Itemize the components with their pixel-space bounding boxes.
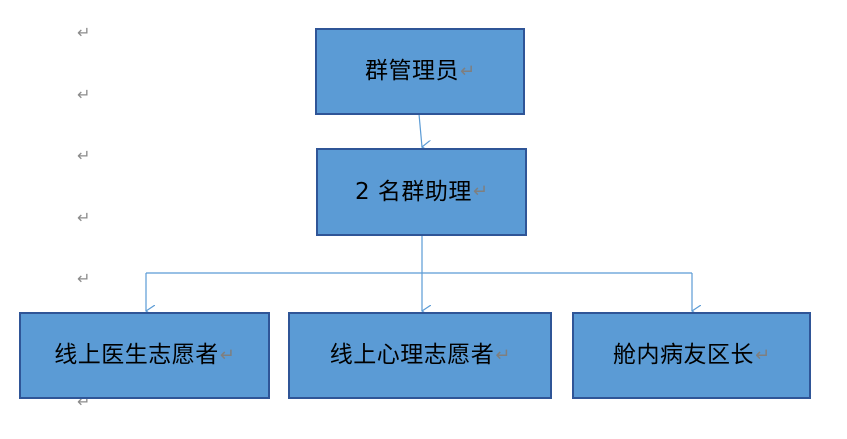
- node-label: 线上医生志愿者: [54, 342, 219, 368]
- paragraph-mark: ↵: [77, 208, 91, 227]
- node-doctor-volunteers: 线上医生志愿者↵: [19, 312, 270, 399]
- node-label: 群管理员: [364, 58, 459, 84]
- paragraph-mark: ↵: [459, 60, 476, 82]
- paragraph-mark: ↵: [77, 23, 91, 42]
- node-label: 线上心理志愿者: [329, 342, 495, 368]
- connector-admin-to-assistants: [418, 113, 422, 147]
- node-label: 2 名群助理: [354, 178, 472, 205]
- paragraph-mark: ↵: [219, 344, 235, 366]
- paragraph-mark: ↵: [472, 181, 489, 202]
- paragraph-mark: ↵: [77, 146, 91, 165]
- paragraph-mark: ↵: [754, 344, 771, 366]
- node-label: 舱内病友区长: [612, 342, 754, 368]
- node-ward-leader: 舱内病友区长↵: [572, 312, 811, 399]
- paragraph-mark: ↵: [77, 269, 91, 288]
- node-psych-volunteers: 线上心理志愿者↵: [288, 312, 552, 399]
- node-group-admin: 群管理员↵: [315, 28, 525, 115]
- node-group-assistants: 2 名群助理↵: [316, 148, 527, 236]
- paragraph-mark: ↵: [77, 85, 91, 104]
- paragraph-mark: ↵: [495, 344, 511, 366]
